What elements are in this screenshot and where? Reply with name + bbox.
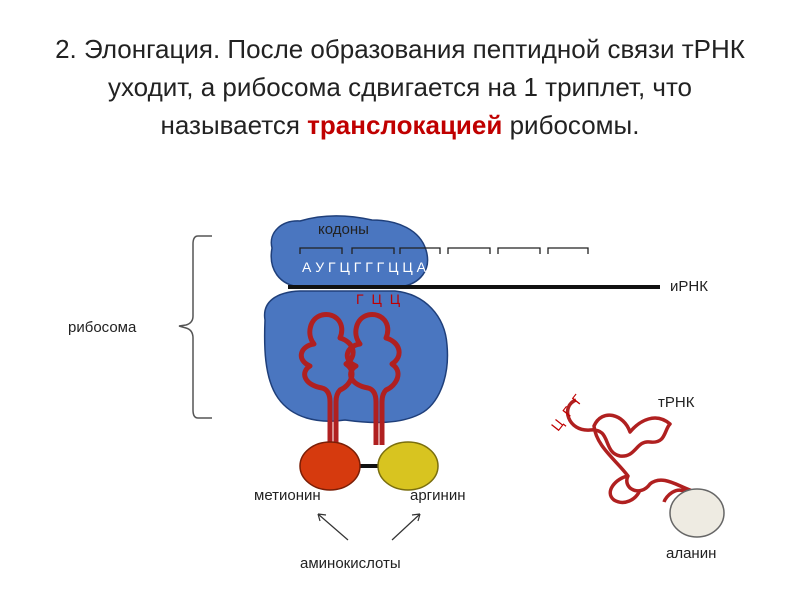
title-highlight-term: транслокацией bbox=[307, 110, 503, 140]
codon-bracket-4 bbox=[447, 247, 491, 254]
amino-acids-label: аминокислоты bbox=[300, 555, 401, 572]
ribosome-large-subunit bbox=[263, 290, 449, 424]
codon-bracket-3 bbox=[399, 247, 441, 254]
arrow-to-methionine bbox=[317, 513, 349, 541]
alanine-label: аланин bbox=[666, 545, 716, 562]
arrow-to-arginine bbox=[391, 513, 421, 541]
codon-bracket-1 bbox=[299, 247, 343, 254]
arginine-label: аргинин bbox=[410, 487, 465, 504]
title-text-main: 2. Элонгация. После образования пептидно… bbox=[55, 34, 745, 140]
ribosome-label: рибосома bbox=[68, 319, 137, 336]
codon-bracket-5 bbox=[497, 247, 541, 254]
title-text-end: рибосомы. bbox=[502, 110, 640, 140]
arginine-amino-acid bbox=[377, 441, 439, 491]
methionine-amino-acid bbox=[299, 441, 361, 491]
codon-brackets bbox=[299, 247, 589, 254]
mrna-sequence: А У Г Ц Г Г Г Ц Ц А А А У У У У А А bbox=[302, 259, 531, 275]
codons-label: кодоны bbox=[318, 221, 369, 238]
methionine-label: метионин bbox=[254, 487, 321, 504]
amino-acid-arrows bbox=[317, 513, 421, 541]
free-trna-anticodon: Ц Г Г bbox=[548, 390, 587, 434]
trna-methionine bbox=[298, 312, 356, 445]
bound-trna-anticodon: Г Ц Ц bbox=[356, 291, 402, 307]
codon-bracket-2 bbox=[351, 247, 395, 254]
mrna-label: иРНК bbox=[670, 278, 708, 295]
ribosome-brace bbox=[178, 235, 212, 419]
codon-bracket-6 bbox=[547, 247, 589, 254]
alanine-amino-acid bbox=[669, 488, 725, 538]
trna-arginine bbox=[344, 312, 402, 445]
trna-label: тРНК bbox=[658, 394, 695, 411]
slide-title: 2. Элонгация. После образования пептидно… bbox=[40, 30, 760, 144]
